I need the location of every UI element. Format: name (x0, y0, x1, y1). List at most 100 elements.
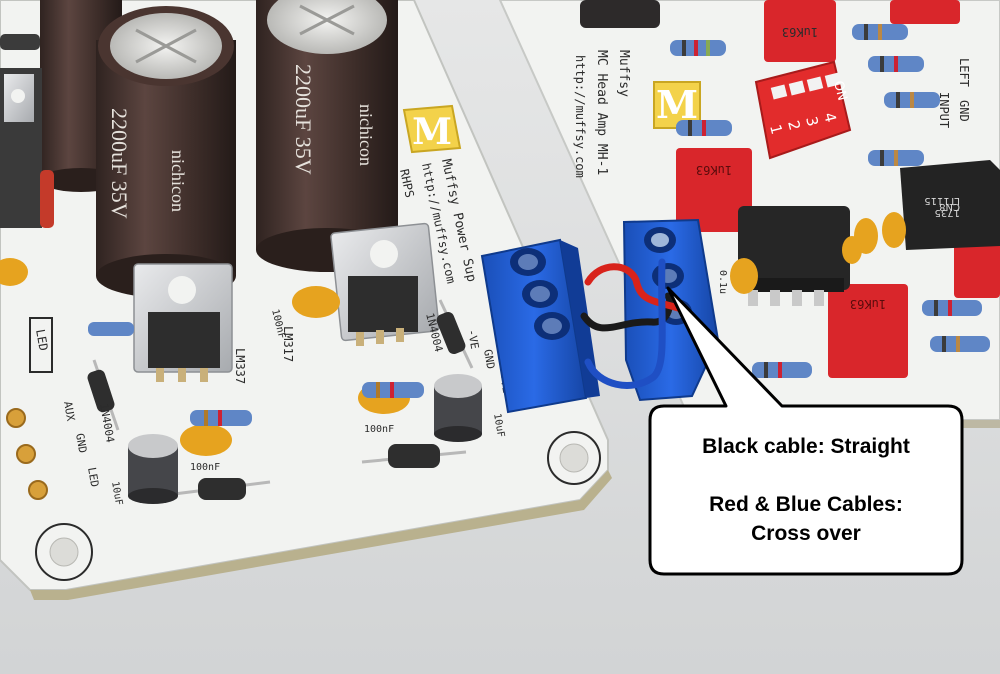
cap-value-label: 0.1u (717, 270, 728, 294)
electrolytic-capacitor: 2200uF 35V nichicon (256, 0, 398, 272)
cap-10uf-label: 10uF (109, 481, 124, 507)
lm317-label: LM317 (281, 326, 295, 362)
psu-terminal-block (480, 238, 600, 414)
regulator-lm337 (133, 263, 233, 382)
svg-text:CN8: CN8 (939, 201, 960, 212)
svg-text:1uK63: 1uK63 (782, 25, 818, 39)
diode-1n4004 (173, 478, 271, 500)
terminal-label-gnd: GND (481, 348, 497, 370)
callout-line-red-blue: Red & Blue Cables: (709, 492, 903, 516)
lm317-label-group: LM317 (281, 326, 295, 362)
red-cable (584, 263, 682, 312)
solder-pad (28, 480, 48, 500)
svg-text:LED: LED (33, 328, 51, 352)
mounting-hole (35, 523, 93, 581)
cables (580, 258, 682, 389)
diode-1n4004 (87, 359, 120, 431)
psu-board: M Muffsy Power Sup http://muffsy.com RHP… (0, 0, 612, 600)
red-film-capacitor: 1uK63 (676, 148, 752, 232)
ceramic-capacitor (0, 258, 28, 286)
resistor (852, 24, 908, 40)
aux-label: AUX (61, 400, 77, 422)
input-label-input: INPUT (937, 92, 951, 128)
amp-url-group: http://muffsy.com (573, 55, 587, 178)
callout-text: Black cable: Straight Red & Blue Cables:… (654, 412, 958, 567)
callout-line-cross-over: Cross over (751, 521, 861, 545)
input-label-left: LEFT (957, 58, 971, 87)
mounting-hole (547, 431, 601, 485)
svg-text:LT1115: LT1115 (924, 195, 960, 206)
cap-100nf-label: 100nF (364, 424, 394, 435)
psu-model-text: RHPS (397, 168, 417, 199)
solder-pad (16, 444, 36, 464)
diode-1n4004 (436, 299, 474, 369)
resistor (676, 120, 732, 136)
ceramic-capacitor (180, 424, 232, 456)
opamp-chip (738, 206, 850, 306)
lm337-label: LM337 (233, 348, 247, 384)
amp-input-labels: LEFT GND (957, 58, 971, 122)
amp-input-label-group: INPUT (937, 92, 951, 128)
resistor (884, 92, 940, 108)
svg-text:1uK63: 1uK63 (696, 163, 732, 177)
resistor (868, 150, 924, 166)
svg-text:2200uF 35V: 2200uF 35V (107, 108, 132, 219)
cap-10uf-label: 10uF (491, 413, 506, 439)
resistor (752, 362, 812, 378)
resistor (190, 410, 252, 426)
svg-text:M: M (656, 82, 698, 127)
resistor (88, 322, 134, 336)
resistor (868, 56, 924, 72)
resistor (930, 336, 990, 352)
resistor (670, 40, 726, 56)
svg-text:nichicon: nichicon (356, 104, 376, 166)
resistor (362, 382, 424, 398)
svg-text:1: 1 (766, 123, 786, 137)
diode (0, 34, 40, 50)
amp-title-line2-group: MC Head Amp MH-1 (594, 50, 609, 175)
aux-gnd-label: GND (73, 432, 89, 454)
heatsink-regulator (0, 68, 42, 228)
ceramic-capacitor (730, 258, 758, 294)
ceramic-capacitor (842, 236, 862, 264)
lm337-label-group: LM337 (233, 348, 247, 384)
amp-logo: M (653, 81, 701, 129)
svg-text:ON: ON (830, 79, 849, 102)
svg-text:2200uF 35V: 2200uF 35V (291, 64, 316, 175)
amp-title-line1: Muffsy (616, 50, 631, 97)
ceramic-capacitor (882, 212, 906, 248)
electrolytic-capacitor: 2200uF 35V nichicon (96, 6, 236, 298)
amp-silkscreen-title: Muffsy (616, 50, 631, 97)
terminal-label-negative: -VE (465, 328, 481, 350)
aux-led-label: LED (85, 466, 101, 488)
resistor (40, 170, 54, 228)
amp-title-line2: MC Head Amp MH-1 (594, 50, 609, 175)
svg-text:RHPS: RHPS (397, 168, 417, 199)
input-label-gnd: GND (957, 100, 971, 122)
diode-1n4004 (361, 444, 467, 468)
red-film-capacitor (890, 0, 960, 24)
svg-text:3: 3 (802, 115, 822, 129)
resistor (922, 300, 982, 316)
svg-text:nichicon: nichicon (168, 150, 188, 212)
ceramic-capacitor (292, 286, 340, 318)
solder-pad (6, 408, 26, 428)
led-footprint: LED (29, 317, 53, 373)
svg-text:M: M (412, 111, 452, 153)
amp-top-capacitor (580, 0, 660, 28)
callout-bubble (648, 286, 964, 576)
svg-text:1uK63: 1uK63 (850, 297, 886, 311)
lt1115-chip: LT1115 CN8 1735 (900, 160, 1000, 250)
psu-logo: M (402, 104, 462, 154)
red-film-capacitor: 1uK63 (828, 284, 908, 378)
svg-text:2: 2 (784, 119, 804, 133)
electrolytic-capacitor-10uf (128, 434, 178, 504)
regulator-lm317 (330, 222, 440, 346)
dip-switch: ON 1 2 3 4 (754, 60, 852, 160)
blue-cable (584, 258, 666, 389)
electrolytic-capacitor-10uf (434, 374, 482, 442)
amp-url: http://muffsy.com (573, 55, 587, 178)
red-film-capacitor (954, 238, 1000, 298)
cap-100nf-label: 100nF (190, 462, 220, 473)
